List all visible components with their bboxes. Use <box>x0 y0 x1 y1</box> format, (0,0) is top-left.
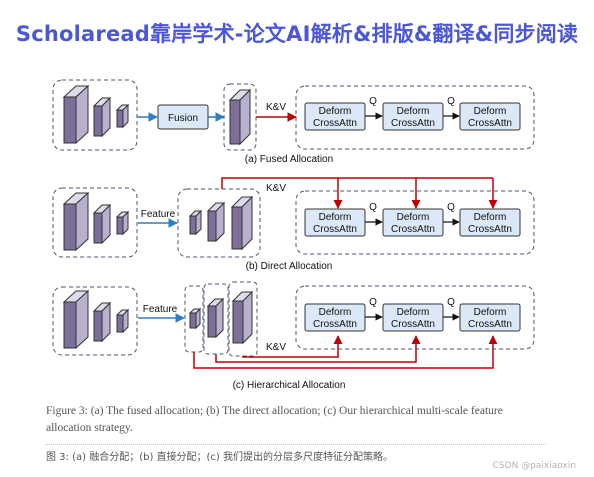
decoder-box-a <box>295 85 535 150</box>
module-a3-line2: CrossAttn <box>468 118 512 129</box>
module-c1-line1: Deform <box>319 307 352 318</box>
backbone-cubes-a <box>62 84 130 145</box>
decoder-box-b <box>295 190 535 255</box>
kv-label-c: K&V <box>266 342 286 353</box>
module-b2-line1: Deform <box>397 212 430 223</box>
module-b3-line2: CrossAttn <box>468 224 512 235</box>
backbone-cubes-b <box>62 191 130 252</box>
multiscale-box-b <box>177 188 261 258</box>
q-label-a1: Q <box>369 96 377 107</box>
module-a2-line2: CrossAttn <box>391 118 435 129</box>
panel-b: Feature K&V Deform CrossAttn Deform Cros… <box>52 177 535 272</box>
figure-caption-chinese: 图 3: (a) 融合分配；(b) 直接分配；(c) 我们提出的分层多尺度特征分… <box>46 452 394 463</box>
multiscale-cubes-b <box>188 195 254 251</box>
feature-label-c: Feature <box>143 304 178 315</box>
direct-red-bus <box>221 177 493 189</box>
caption-a: (a) Fused Allocation <box>245 154 333 165</box>
banner-title: Scholaread靠岸学术-论文AI解析&排版&翻译&同步阅读 <box>15 22 579 46</box>
module-a3-line1: Deform <box>474 106 507 117</box>
deform-module-a3 <box>459 102 521 131</box>
module-b2-line2: CrossAttn <box>391 224 435 235</box>
panel-a: Fusion K&V Deform CrossAttn Deform Cross… <box>52 79 535 165</box>
module-a1-line2: CrossAttn <box>313 118 357 129</box>
figure-caption-english: Figure 3: (a) The fused allocation; (b) … <box>46 405 503 434</box>
module-c3-line2: CrossAttn <box>468 319 512 330</box>
q-label-c2: Q <box>447 297 455 308</box>
module-c1-line2: CrossAttn <box>313 319 357 330</box>
module-c3-line1: Deform <box>474 307 507 318</box>
hier-red-path-1 <box>193 335 498 369</box>
caption-b: (b) Direct Allocation <box>246 261 333 272</box>
backbone-box-a <box>52 79 138 151</box>
fusion-label: Fusion <box>168 113 198 124</box>
q-label-b2: Q <box>447 202 455 213</box>
architecture-figure: Fusion K&V Deform CrossAttn Deform Cross… <box>52 79 535 391</box>
decoder-box-c <box>295 285 535 350</box>
feature-label-b: Feature <box>141 209 176 220</box>
deform-module-b3 <box>459 208 521 237</box>
backbone-box-c <box>52 286 138 356</box>
panel-c: Feature K&V Deform CrossAttn Deform Cros… <box>52 281 535 391</box>
kv-label-b: K&V <box>266 183 286 194</box>
q-label-a2: Q <box>447 96 455 107</box>
fused-cube <box>228 88 252 146</box>
module-a1-line1: Deform <box>319 106 352 117</box>
watermark: CSDN @paixiaoxin <box>492 461 576 471</box>
caption-c: (c) Hierarchical Allocation <box>233 380 346 391</box>
q-label-c1: Q <box>369 297 377 308</box>
module-a2-line1: Deform <box>397 106 430 117</box>
caption-divider <box>46 444 546 445</box>
module-c2-line1: Deform <box>397 307 430 318</box>
deform-module-c3 <box>459 303 521 332</box>
module-c2-line2: CrossAttn <box>391 319 435 330</box>
multiscale-cubes-c <box>188 290 254 345</box>
q-label-b1: Q <box>369 202 377 213</box>
module-b3-line1: Deform <box>474 212 507 223</box>
hier-red-path-3 <box>242 335 343 358</box>
kv-label-a: K&V <box>266 102 286 113</box>
backbone-box-b <box>52 187 138 258</box>
module-b1-line2: CrossAttn <box>313 224 357 235</box>
module-b1-line1: Deform <box>319 212 352 223</box>
backbone-cubes-c <box>62 289 130 350</box>
